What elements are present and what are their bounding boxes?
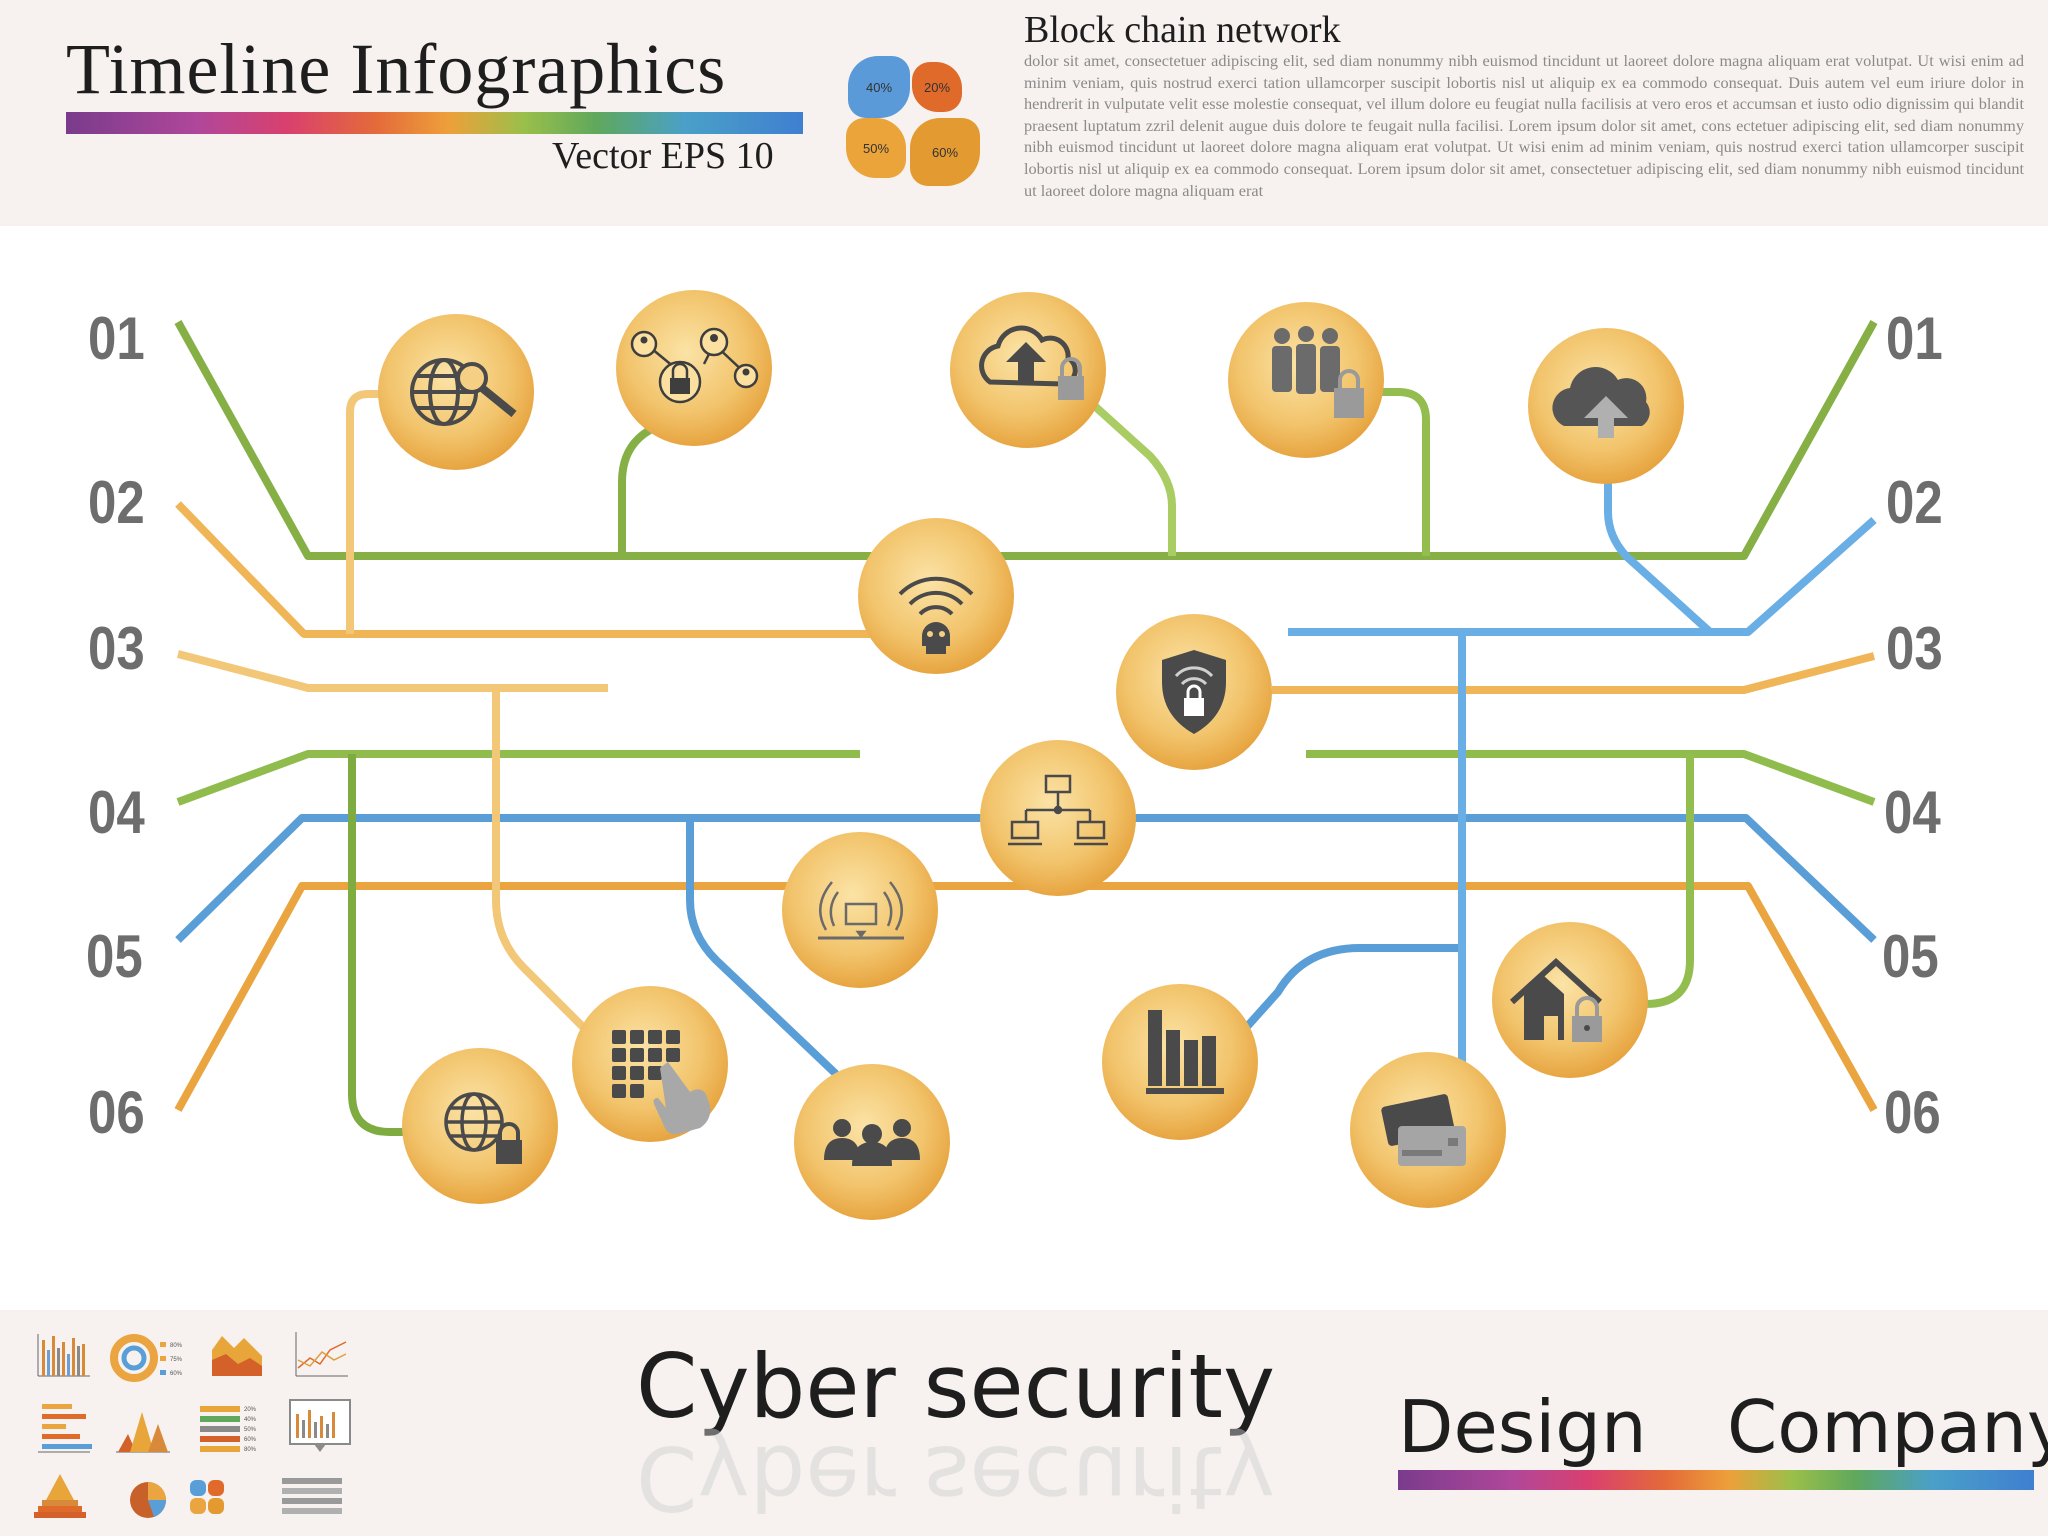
line-02-right — [1288, 517, 1877, 636]
thumbnail-gallery: 80% 75% 60% 20% 40% 50% 60% 80% — [34, 1332, 351, 1518]
credit-card-icon — [1381, 1094, 1466, 1166]
thumb-label: 60% — [244, 1437, 257, 1443]
petal-50: 50% — [846, 118, 906, 178]
line-03-left — [176, 650, 608, 692]
icon-nodes — [378, 290, 1684, 1220]
row-number-left-05: 05 — [86, 923, 143, 990]
network-lock-icon — [630, 327, 759, 404]
thumb-monitor-chart — [289, 1399, 351, 1452]
thumb-label: 80% — [244, 1447, 257, 1453]
block-body-text: dolor sit amet, consectetuer adipiscing … — [1024, 51, 2024, 200]
branch-group — [686, 818, 839, 1077]
line-04-left — [176, 750, 860, 806]
branch-globe-search — [346, 390, 384, 634]
branch-cloud-lock — [1085, 397, 1176, 556]
row-number-left-01: 01 — [88, 305, 145, 372]
block-title: Block chain network — [1024, 9, 1341, 51]
globe-search-icon — [410, 358, 517, 426]
node-globe-lock — [402, 1048, 558, 1204]
branch-keypad — [492, 690, 589, 1033]
thumb-petal-chart — [190, 1480, 224, 1514]
node-computer-network — [980, 740, 1136, 896]
thumb-area-chart — [212, 1336, 262, 1376]
branch-network-lock — [618, 426, 653, 556]
line-02-left — [175, 501, 870, 638]
row-number-right-06: 06 — [1884, 1079, 1941, 1146]
thumb-label: 50% — [244, 1427, 257, 1433]
line-01 — [174, 320, 1878, 560]
footer-main-title: Cyber security — [636, 1335, 1276, 1438]
row-number-right-01: 01 — [1886, 305, 1943, 372]
branch-cloud-upload — [1604, 478, 1713, 635]
row-number-right-03: 03 — [1886, 615, 1943, 682]
shield-lock-icon — [1162, 650, 1226, 734]
line-03-right — [1272, 652, 1876, 694]
thumb-people-chart: 20% 40% 50% 60% 80% — [200, 1406, 257, 1453]
row-number-right-02: 02 — [1886, 469, 1943, 536]
page-subtitle: Vector EPS 10 — [552, 135, 774, 177]
wifi-skull-icon — [898, 576, 974, 654]
thumb-label: 60% — [170, 1371, 183, 1377]
node-globe-search — [378, 314, 534, 470]
thumb-pie-chart — [130, 1482, 167, 1518]
branch-globe-lock — [348, 754, 412, 1136]
node-group — [794, 1064, 950, 1220]
thumb-hbar-chart — [38, 1404, 92, 1453]
thumb-label: 75% — [170, 1357, 183, 1363]
node-wireless-laptop — [782, 832, 938, 988]
node-shield-lock — [1116, 614, 1272, 770]
node-cloud-upload-lock — [950, 292, 1106, 448]
node-network-lock — [616, 290, 772, 446]
cloud-upload-lock-icon — [979, 325, 1084, 400]
row-number-left-03: 03 — [88, 615, 145, 682]
thumb-bar-chart — [37, 1334, 90, 1377]
thumb-label: 80% — [170, 1343, 183, 1349]
cloud-upload-icon — [1552, 367, 1650, 438]
row-number-right-05: 05 — [1882, 923, 1939, 990]
petal-40: 40% — [848, 56, 910, 118]
group-icon — [824, 1119, 920, 1166]
keypad-hand-icon — [612, 1030, 711, 1135]
thumb-label: 40% — [244, 1417, 257, 1423]
node-home-lock — [1492, 922, 1648, 1078]
row-number-left-04: 04 — [88, 779, 145, 846]
node-wifi-skull — [858, 518, 1014, 674]
thumb-line-chart — [295, 1332, 348, 1377]
branch-people-lock — [1370, 388, 1430, 556]
row-number-left-06: 06 — [88, 1079, 145, 1146]
people-lock-icon — [1272, 326, 1364, 418]
node-people-lock — [1228, 302, 1384, 458]
footer-rainbow-bar — [1398, 1470, 2034, 1490]
thumb-people-grid — [282, 1478, 342, 1514]
globe-lock-icon — [444, 1092, 522, 1164]
page-title: Timeline Infographics — [66, 29, 727, 109]
row-number-left-02: 02 — [88, 469, 145, 536]
bar-chart-icon — [1146, 1010, 1224, 1094]
petal-60: 60% — [910, 118, 980, 186]
branch-chart — [1241, 944, 1462, 1033]
wireless-laptop-icon — [818, 881, 904, 940]
line-04-right — [1306, 750, 1876, 806]
branch-home — [1645, 754, 1694, 1008]
footer-design: Design — [1398, 1385, 1647, 1469]
thumb-donut-chart: 80% 75% 60% — [110, 1334, 183, 1382]
thumb-pyramid-chart — [34, 1474, 86, 1518]
footer-company: Company — [1727, 1385, 2048, 1469]
title-rainbow-bar — [66, 112, 803, 134]
computer-network-icon — [1008, 774, 1108, 846]
node-credit-card — [1350, 1052, 1506, 1208]
thumb-label: 20% — [244, 1407, 257, 1413]
footer-main-title-reflection: Cyber security — [636, 1426, 1276, 1529]
row-number-right-04: 04 — [1884, 779, 1941, 846]
node-bar-chart — [1102, 984, 1258, 1140]
home-lock-icon — [1509, 957, 1603, 1042]
node-keypad-hand — [572, 986, 728, 1142]
petal-20: 20% — [912, 62, 962, 112]
thumb-peak-chart — [116, 1412, 170, 1453]
node-cloud-upload — [1528, 328, 1684, 484]
